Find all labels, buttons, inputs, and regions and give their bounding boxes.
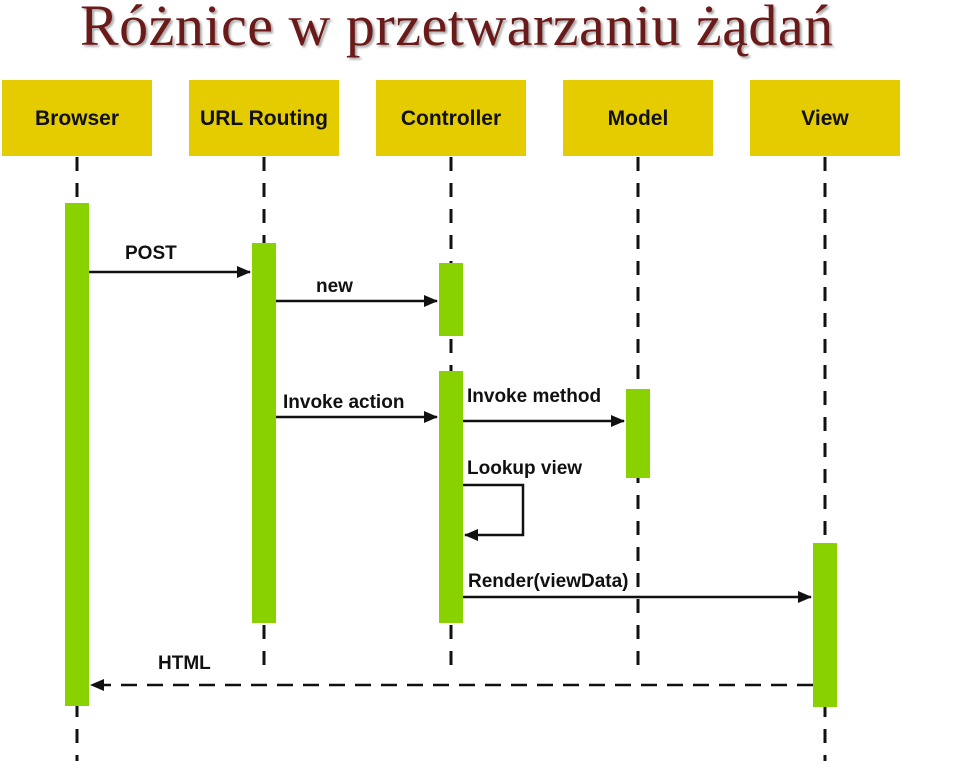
participant-label-browser: Browser [35,107,119,130]
message-label-new: new [316,276,353,297]
slide-title: Różnice w przetwarzaniu żądań [80,0,834,58]
message-post: POST [89,243,251,278]
message-label-html: HTML [158,653,211,674]
message-label-invoke-action: Invoke action [283,392,404,413]
message-invoke-method: Invoke method [463,386,625,427]
message-html: HTML [90,653,813,691]
participant-controller: Controller [376,80,526,156]
message-render: Render(viewData) [463,571,812,603]
message-new: new [276,276,438,307]
participant-label-routing: URL Routing [200,107,328,130]
message-lookup-view: Lookup view [463,458,582,541]
message-label-post: POST [125,243,177,264]
message-label-invoke-method: Invoke method [467,386,601,407]
participant-label-model: Model [608,107,669,130]
activation-view [813,543,837,707]
participant-routing: URL Routing [189,80,339,156]
message-label-lookup-view: Lookup view [467,458,582,479]
activation-routing [252,243,276,623]
activation-controller-1 [439,263,463,336]
participant-model: Model [563,80,713,156]
participant-label-controller: Controller [401,107,501,130]
activation-model [626,389,650,478]
message-invoke-action: Invoke action [276,392,438,423]
participant-browser: Browser [2,80,152,156]
activation-controller-2 [439,371,463,623]
message-label-render: Render(viewData) [468,571,629,592]
participant-label-view: View [801,107,849,130]
participant-view: View [750,80,900,156]
activation-browser [65,203,89,706]
